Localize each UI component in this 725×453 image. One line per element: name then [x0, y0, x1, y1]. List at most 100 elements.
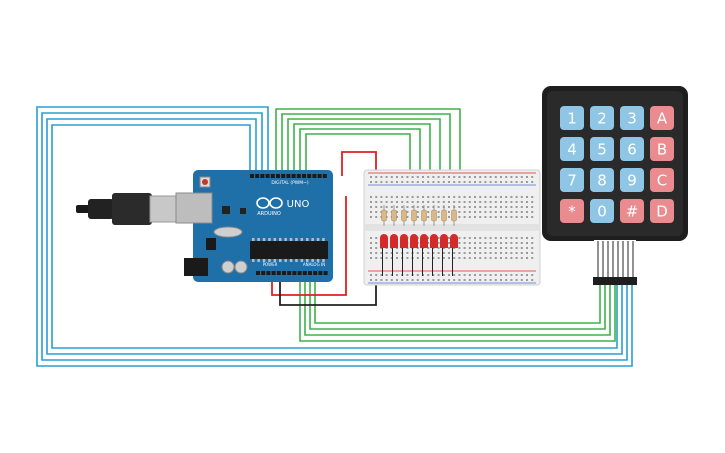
keypad-key-1[interactable] [560, 106, 584, 130]
bb-hole [453, 279, 456, 281]
keypad-key-4[interactable] [560, 137, 584, 161]
header-pin [313, 271, 318, 275]
bb-hole [458, 216, 461, 218]
bb-hole [484, 242, 487, 244]
bb-hole [380, 274, 383, 276]
header-pin [276, 174, 280, 178]
header-pin [302, 271, 307, 275]
chip-pin [289, 259, 293, 262]
power-wire-group [271, 151, 377, 306]
bb-hole [463, 274, 466, 276]
bb-hole [416, 181, 419, 183]
bb-hole [411, 181, 414, 183]
bb-hole [505, 257, 508, 259]
bb-hole [520, 196, 523, 198]
bb-hole [385, 201, 388, 203]
bb-hole [390, 181, 393, 183]
bb-hole [500, 257, 502, 259]
chip-pin [262, 238, 266, 241]
green-wire-led [293, 123, 431, 196]
blue-wire [41, 112, 628, 361]
keypad-key-7[interactable] [560, 168, 584, 192]
keypad-key-5[interactable] [590, 137, 614, 161]
bb-hole [515, 216, 518, 218]
bb-hole [494, 247, 497, 249]
keypad-key-D[interactable] [650, 199, 674, 223]
chip-pin [284, 259, 287, 262]
bb-hole [505, 274, 508, 276]
bb-hole [396, 201, 398, 203]
bb-hole [494, 196, 497, 198]
keypad-key-*[interactable] [560, 199, 584, 223]
atmega-pins [252, 238, 325, 262]
bb-hole [474, 206, 476, 208]
bb-hole [500, 242, 502, 244]
bb-hole [463, 279, 466, 281]
bb-hole [390, 196, 393, 198]
bb-hole [442, 252, 445, 254]
bb-hole [515, 274, 518, 276]
bb-hole [432, 196, 435, 198]
keypad-key-B[interactable] [650, 137, 674, 161]
chip-pin [322, 259, 325, 262]
bb-hole [427, 196, 430, 198]
bb-hole [390, 279, 393, 281]
bb-hole [531, 216, 534, 218]
bb-hole [370, 242, 372, 244]
keypad-key-#[interactable] [620, 199, 644, 223]
bb-hole [520, 242, 523, 244]
bb-hole [526, 274, 528, 276]
bb-hole [427, 257, 430, 259]
bb-hole [458, 196, 461, 198]
bb-hole [505, 181, 508, 183]
bb-hole [437, 247, 440, 249]
keypad-key-C[interactable] [650, 168, 674, 192]
keypad-key-label: 1 [567, 110, 577, 128]
header-pin [286, 174, 291, 178]
keypad-key-A[interactable] [650, 106, 674, 130]
bb-hole [468, 242, 471, 244]
bb-hole [448, 176, 450, 178]
keypad-key-8[interactable] [590, 168, 614, 192]
bb-hole [375, 257, 378, 259]
bb-hole [463, 237, 466, 239]
keypad-ribbon-cable [597, 241, 634, 278]
bb-hole [505, 206, 508, 208]
bb-hole [500, 201, 502, 203]
keypad-key-3[interactable] [620, 106, 644, 130]
bb-hole [411, 176, 414, 178]
keypad-key-6[interactable] [620, 137, 644, 161]
keypad-key-label: A [657, 110, 668, 128]
arduino-uno-board[interactable]: DIGITAL (PWM~) ARDUINO UNO POWER ANALOG … [175, 170, 333, 282]
bb-hole [370, 201, 372, 203]
header-pin [292, 271, 297, 275]
arduino-logo-text: ARDUINO [257, 211, 281, 217]
bb-hole [510, 176, 513, 178]
bb-hole [401, 206, 404, 208]
bb-hole [484, 279, 487, 281]
bb-hole [453, 176, 456, 178]
bb-hole [458, 274, 461, 276]
bb-hole [468, 274, 471, 276]
header-pin [287, 271, 292, 275]
keypad-key-9[interactable] [620, 168, 644, 192]
keypad-key-label: 4 [567, 141, 577, 159]
keypad-key-0[interactable] [590, 199, 614, 223]
bb-hole [437, 252, 440, 254]
bb-hole [458, 211, 461, 213]
bb-hole [458, 257, 461, 259]
bb-hole [484, 257, 487, 259]
bb-hole [416, 206, 419, 208]
chip-pin [289, 238, 293, 241]
green-wire-analog [314, 276, 601, 324]
bb-hole [453, 181, 456, 183]
capacitor-2 [234, 260, 248, 274]
bb-hole [468, 176, 471, 178]
bb-hole [458, 237, 461, 239]
keypad-key-2[interactable] [590, 106, 614, 130]
bb-hole [375, 211, 378, 213]
bb-hole [479, 247, 482, 249]
bb-hole [520, 247, 523, 249]
bb-hole [385, 206, 388, 208]
